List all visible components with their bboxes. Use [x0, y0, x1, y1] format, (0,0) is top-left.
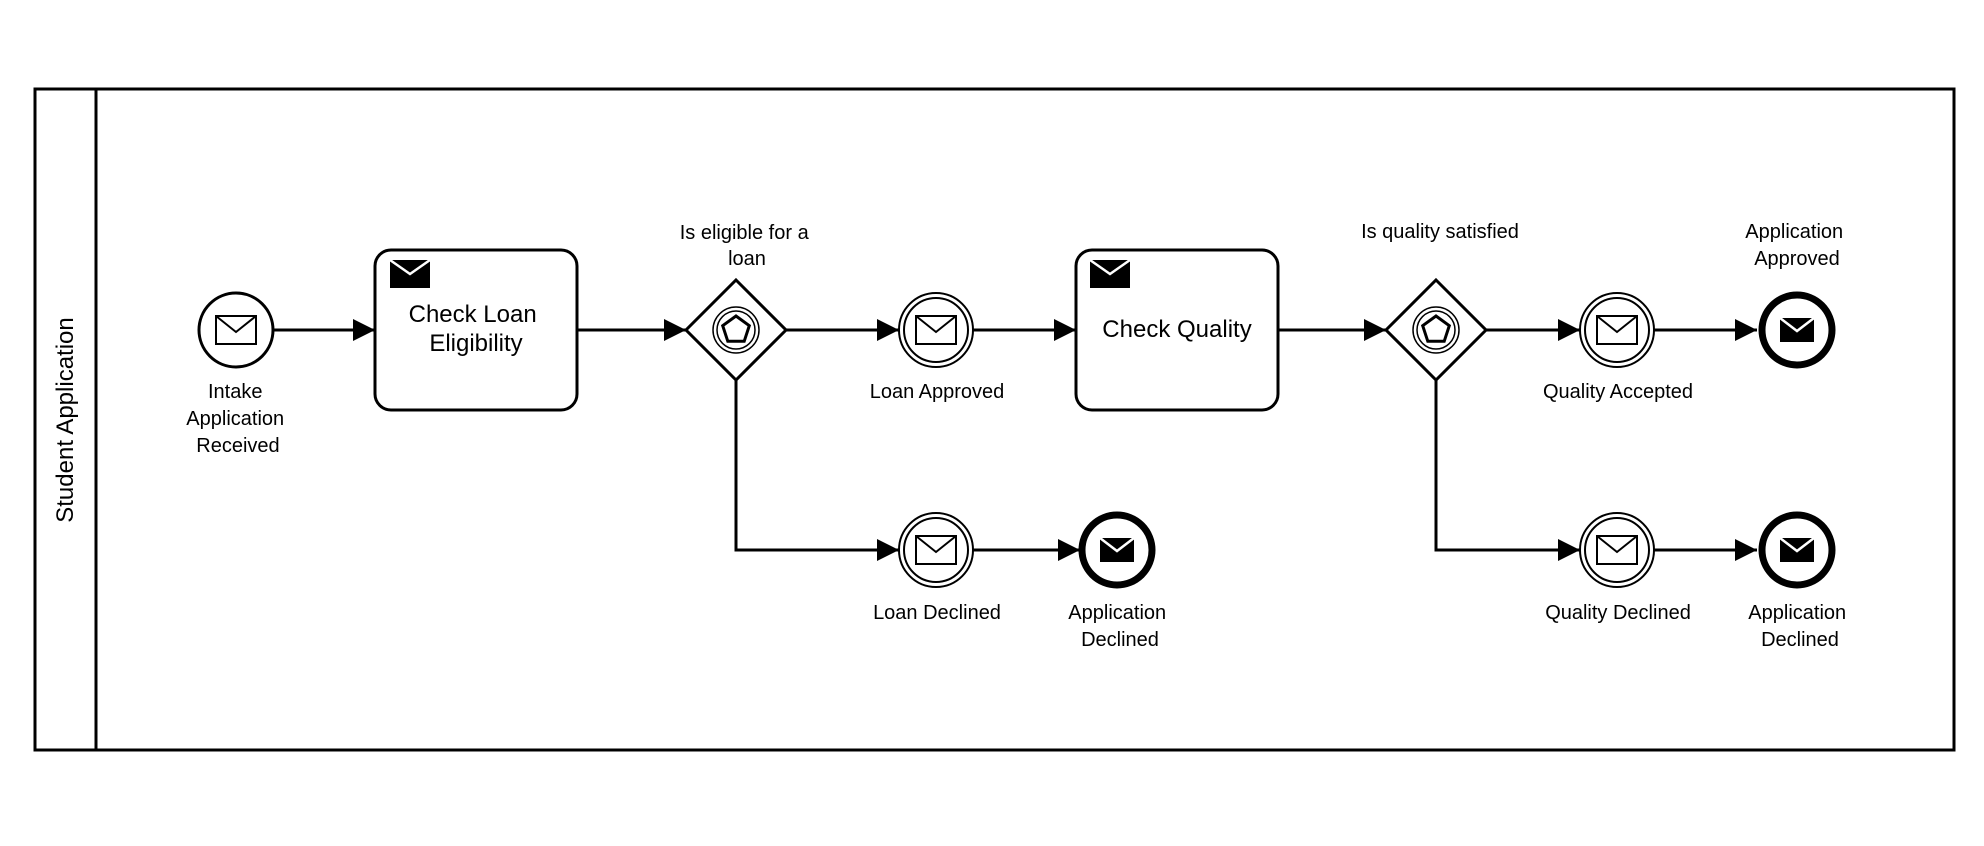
quality-declined-label: Quality Declined [1545, 602, 1691, 624]
envelope-icon [215, 315, 257, 345]
end-message-event-application-declined-2[interactable] [1758, 511, 1836, 589]
gateway-quality-label: Is quality satisfied [1361, 221, 1519, 243]
end-declined-1-label: Application Declined [1068, 602, 1171, 651]
task-check-quality[interactable]: Check Quality [1074, 248, 1280, 412]
envelope-icon [915, 535, 957, 565]
pool-label: Student Application [52, 317, 79, 523]
envelope-filled-icon [1098, 536, 1136, 564]
event-based-gateway-quality[interactable] [1383, 277, 1489, 383]
send-message-icon [388, 258, 432, 290]
task-label: Check Quality [1102, 316, 1251, 343]
flow-gateway-to-quality-declined[interactable] [1434, 380, 1580, 561]
intermediate-catch-event-loan-approved[interactable] [898, 292, 974, 368]
envelope-icon [915, 315, 957, 345]
end-message-event-application-approved[interactable] [1758, 291, 1836, 369]
pool: Student Application [33, 87, 1956, 752]
end-declined-2-label: Application Declined [1748, 602, 1851, 651]
task-label: Check Loan Eligibility [409, 301, 544, 357]
quality-accepted-label: Quality Accepted [1543, 381, 1693, 403]
start-event-label: Intake Application Received [186, 381, 289, 457]
task-check-loan-eligibility[interactable]: Check Loan Eligibility [373, 248, 579, 412]
pentagon-icon [1420, 314, 1452, 343]
send-message-icon [1088, 258, 1132, 290]
loan-approved-label: Loan Approved [870, 381, 1005, 403]
envelope-icon [1596, 315, 1638, 345]
end-message-event-application-declined[interactable] [1078, 511, 1156, 589]
sequence-flows [273, 319, 1757, 561]
end-approved-label: Application Approved [1745, 221, 1848, 270]
envelope-icon [1596, 535, 1638, 565]
intermediate-catch-event-loan-declined[interactable] [898, 512, 974, 588]
flow-gateway-to-loan-declined[interactable] [734, 380, 899, 561]
event-based-gateway-eligible[interactable] [683, 277, 789, 383]
intermediate-catch-event-quality-declined[interactable] [1579, 512, 1655, 588]
envelope-filled-icon [1778, 536, 1816, 564]
intermediate-catch-event-quality-accepted[interactable] [1579, 292, 1655, 368]
pentagon-icon [720, 314, 752, 343]
envelope-filled-icon [1778, 316, 1816, 344]
loan-declined-label: Loan Declined [873, 602, 1001, 624]
gateway-eligible-label: Is eligible for a loan [680, 222, 815, 270]
start-message-event[interactable] [197, 291, 275, 369]
